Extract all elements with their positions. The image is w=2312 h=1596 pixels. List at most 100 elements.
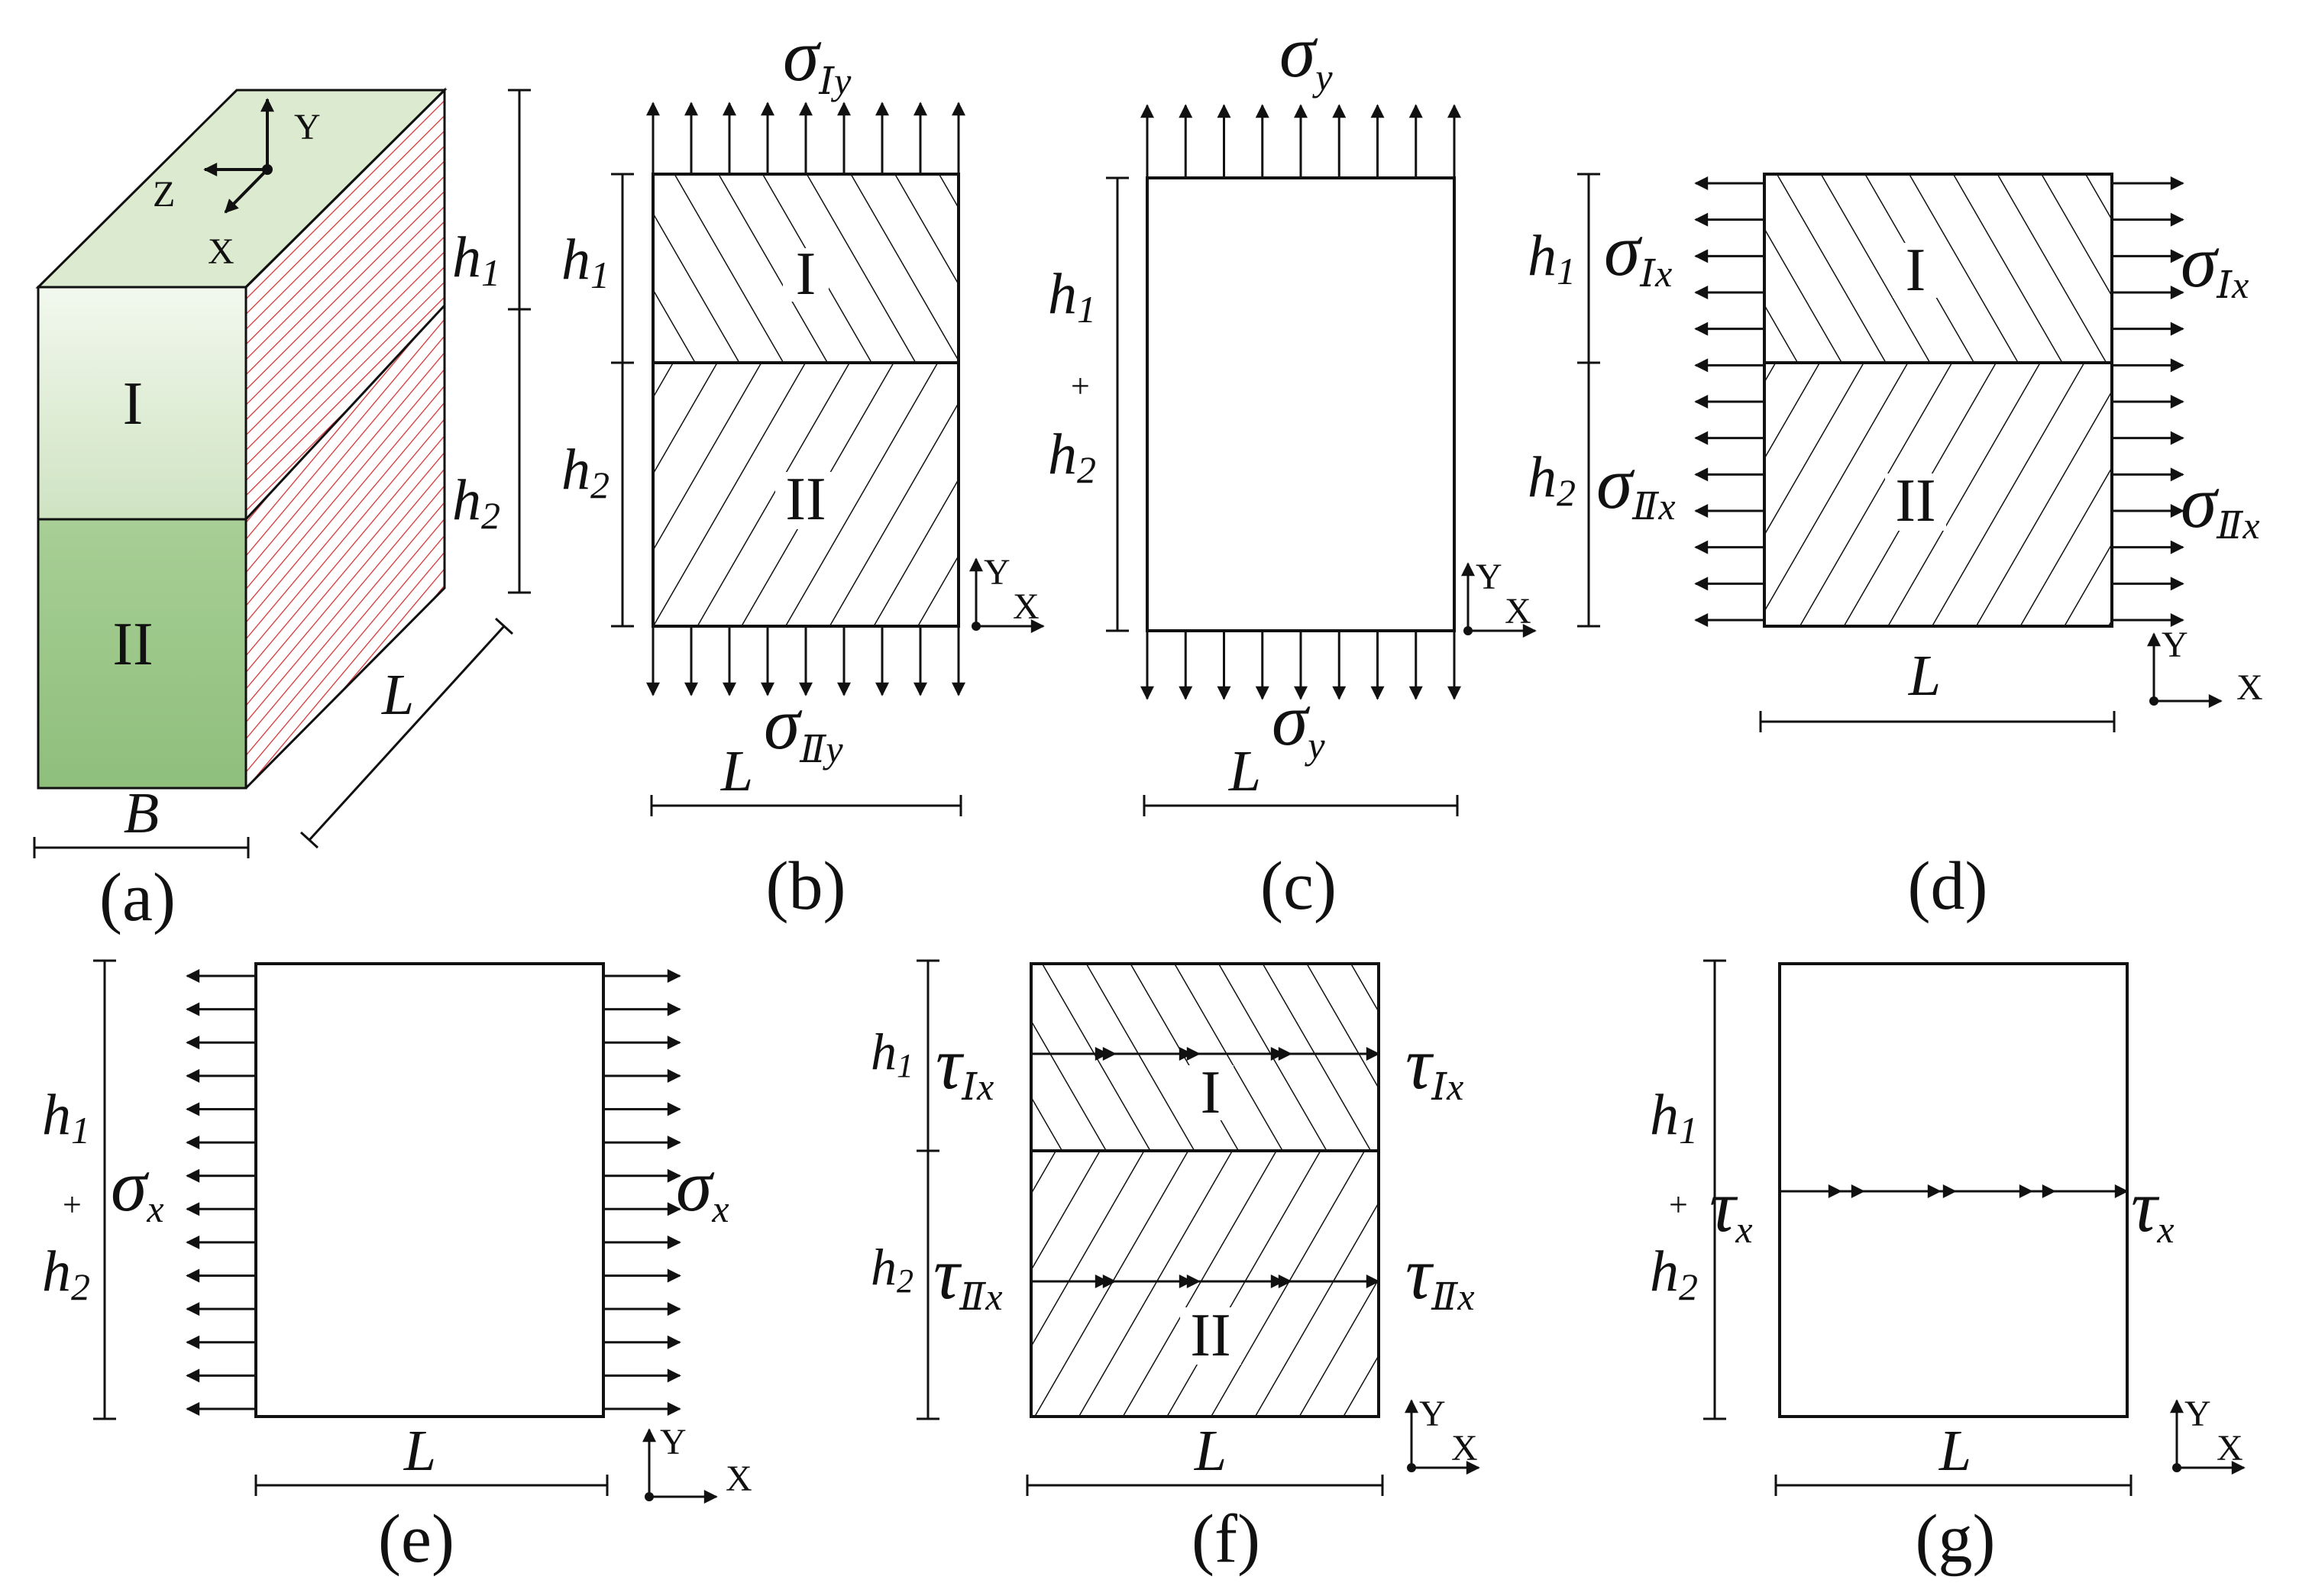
h2-label: h <box>561 438 590 502</box>
h2-label: h <box>1048 422 1077 486</box>
dimension-L: L <box>1026 1419 1384 1496</box>
plus-sign: + <box>1669 1186 1688 1223</box>
h2-label: h <box>871 1238 897 1296</box>
layer1-label: I <box>1906 237 1926 304</box>
svg-text:h2: h2 <box>1048 422 1096 491</box>
svg-text:σⅠx: σⅠx <box>1604 209 1672 295</box>
panel-c: σy σy h1 + h2 L Y X (c) <box>1048 11 1537 924</box>
dimension-L: L <box>650 739 962 816</box>
caption-b: (b) <box>766 848 846 924</box>
axis-triad: Y X <box>642 1422 752 1504</box>
h1-sub: 1 <box>897 1047 913 1084</box>
axis-y-label: Y <box>2184 1394 2211 1434</box>
svg-text:σⅠy: σⅠy <box>783 15 852 102</box>
L-label: L <box>720 739 753 803</box>
panel-b: I II σⅠy σⅡy h1 h2 L Y X (b) <box>561 15 1045 924</box>
dimension-h: h1 h2 <box>871 959 939 1420</box>
tau2-right-symbol: τ <box>1405 1233 1434 1314</box>
h1-label: h <box>871 1023 897 1081</box>
svg-text:σⅡx: σⅡx <box>1596 442 1676 528</box>
bottom-stress-arrows <box>646 626 965 696</box>
sigma-bottom-symbol: σ <box>764 683 803 764</box>
L-label: L <box>403 1419 436 1483</box>
L-label: L <box>1908 644 1941 708</box>
svg-text:h2: h2 <box>452 468 500 537</box>
svg-text:h1: h1 <box>871 1023 913 1084</box>
caption-f: (f) <box>1192 1501 1260 1577</box>
svg-text:h2: h2 <box>42 1239 90 1308</box>
axis-x-label: X <box>1505 591 1531 632</box>
h2-label: h <box>1528 445 1557 509</box>
svg-text:τⅡx: τⅡx <box>933 1233 1003 1318</box>
panel-e: σx σx h1 + h2 L Y X (e) <box>42 959 752 1577</box>
top-stress-arrows <box>646 102 965 174</box>
block-front-layer1 <box>37 286 247 521</box>
h2-label: h <box>452 468 481 532</box>
caption-a: (a) <box>99 860 176 935</box>
caption-e: (e) <box>378 1501 454 1577</box>
axis-triad: Y X <box>1405 1394 1480 1475</box>
svg-text:h2: h2 <box>1650 1239 1698 1308</box>
sigma-right-sub: x <box>711 1187 729 1230</box>
tau-left-sub: x <box>1735 1208 1752 1251</box>
h1-label: h <box>1528 224 1557 288</box>
sigma-left-sub: x <box>146 1187 163 1230</box>
h2-sub: 2 <box>590 464 610 506</box>
svg-text:σy: σy <box>1279 11 1333 99</box>
layer2-label: II <box>112 611 153 678</box>
axis-x-label: X <box>208 231 234 272</box>
h1-label: h <box>561 228 590 292</box>
dimension-L: L <box>299 617 514 849</box>
sigma2-left-sub: Ⅱx <box>1631 485 1675 528</box>
sigma2-left-symbol: σ <box>1596 442 1635 524</box>
axis-triad: Y X <box>2147 625 2263 708</box>
bottom-stress-arrows <box>1140 631 1461 700</box>
axis-z-label: Z <box>153 174 175 215</box>
h1-sub: 1 <box>1077 288 1096 331</box>
B-label: B <box>124 781 159 845</box>
svg-text:h1: h1 <box>452 225 500 294</box>
sigma-top-symbol: σ <box>1279 11 1318 92</box>
svg-text:σx: σx <box>676 1145 729 1230</box>
block-side-layer2 <box>246 305 445 788</box>
caption-g: (g) <box>1916 1501 1996 1577</box>
sigma1-left-sub: Ⅰx <box>1639 252 1672 295</box>
combined-block <box>1146 176 1456 632</box>
h1-sub: 1 <box>1679 1109 1698 1152</box>
sigma2-right-symbol: σ <box>2181 461 2220 543</box>
caption-c: (c) <box>1260 848 1337 924</box>
sigma-bottom-sub: y <box>1304 724 1325 767</box>
panel-d: I II σⅠx σⅠx σⅡx σⅡx h1 h2 L Y X <box>1528 173 2263 924</box>
h2-label: h <box>42 1239 71 1304</box>
axis-triad: Y X <box>2170 1394 2246 1475</box>
dimension-h: h1 + h2 <box>42 959 116 1420</box>
dimension-h: h1 h2 <box>452 89 531 594</box>
right-stress-arrows <box>2112 176 2184 627</box>
sigma-top-symbol: σ <box>783 15 822 96</box>
dimension-h: h1 h2 <box>561 173 634 628</box>
tau2-right-sub: Ⅱx <box>1431 1275 1474 1318</box>
layer2-hatched <box>1030 1149 1380 1418</box>
svg-text:h2: h2 <box>871 1238 913 1300</box>
dimension-L: L <box>1774 1419 2133 1496</box>
axis-triad-3d: Y Z X <box>153 98 321 272</box>
panel-g: τx τx h1 + h2 L Y X (g) <box>1650 959 2246 1577</box>
layer2-label: II <box>785 466 826 533</box>
svg-text:h1: h1 <box>1650 1083 1698 1152</box>
panel-f: I II τⅠx τⅠx τⅡx τⅡx h1 h2 L Y X <box>871 959 1480 1577</box>
dimension-L: L <box>1143 739 1459 816</box>
axis-triad: Y X <box>1461 557 1537 638</box>
dimension-h: h 1 + h2 <box>1048 176 1129 632</box>
plus-sign: + <box>1071 367 1090 405</box>
layer2-label: II <box>1895 467 1935 535</box>
svg-text:σⅡy: σⅡy <box>764 683 843 771</box>
svg-text:σⅠx: σⅠx <box>2181 221 2249 306</box>
block-side-layer1 <box>246 90 445 519</box>
svg-text:h1: h1 <box>42 1083 90 1152</box>
layer1-label: I <box>796 241 816 308</box>
left-stress-arrows <box>1694 176 1764 627</box>
h2-sub: 2 <box>1679 1265 1698 1308</box>
h2-sub: 2 <box>897 1262 913 1300</box>
dimension-L: L <box>254 1419 609 1496</box>
